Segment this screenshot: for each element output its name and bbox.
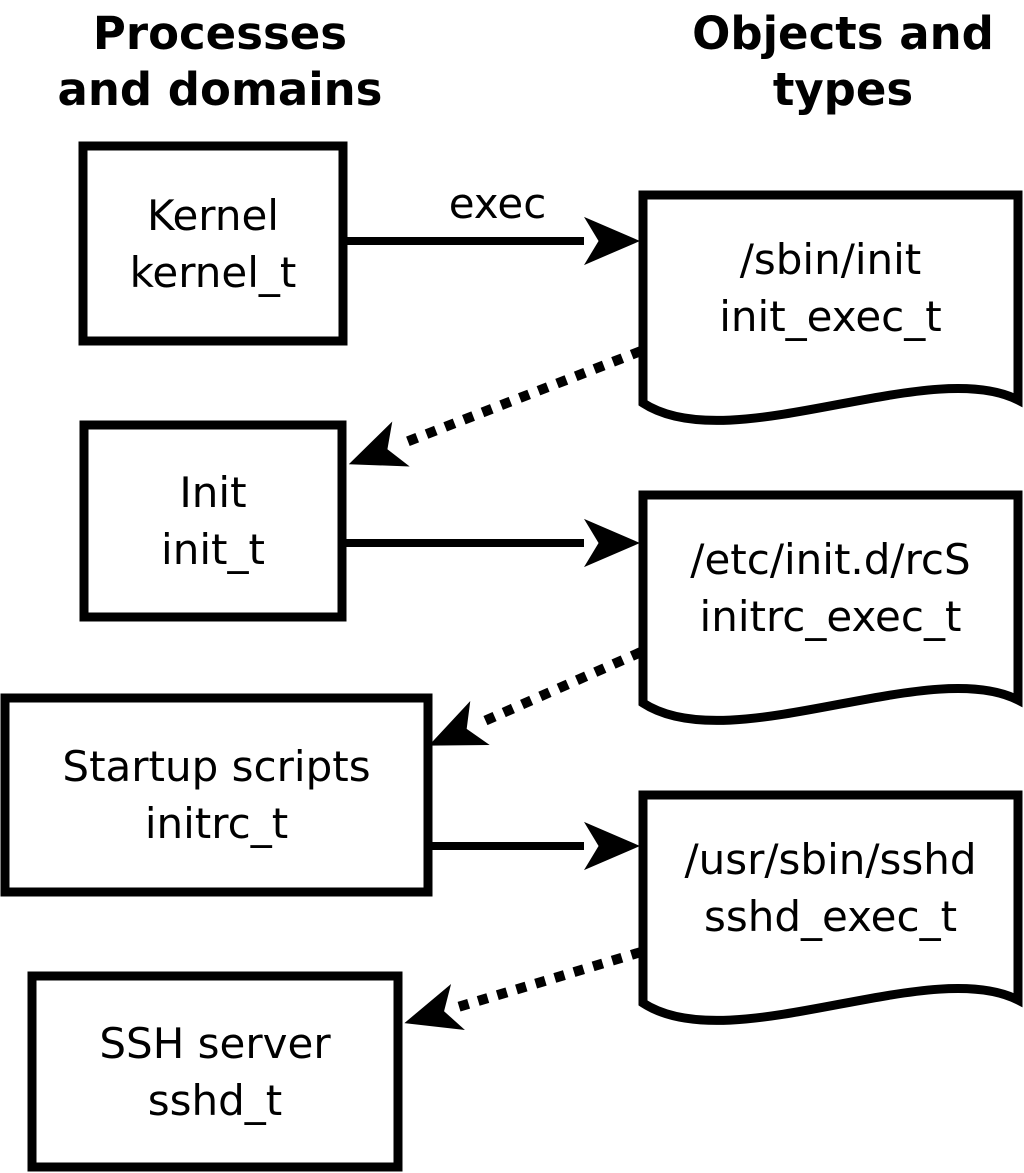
process-label: Kernel <box>147 190 279 240</box>
process-box-init-shape <box>79 420 347 622</box>
exec-arrow-label: exec <box>448 178 547 228</box>
column-header-processes: Processes and domains <box>57 7 383 116</box>
process-node-initrc: Startup scripts initrc_t <box>5 698 428 892</box>
process-domain: kernel_t <box>129 247 297 297</box>
object-doc-initrc-exec-shape <box>638 490 1023 725</box>
object-node-rcS: /etc/init.d/rcS initrc_exec_t <box>643 495 1018 680</box>
column-header-objects: Objects and types <box>692 7 994 116</box>
object-node-sbin-init: /sbin/init init_exec_t <box>643 195 1018 380</box>
dotted-arrow-sbin-init-to-init <box>348 346 643 467</box>
process-node-sshd: SSH server sshd_t <box>32 976 398 1167</box>
process-node-kernel: Kernel kernel_t <box>83 146 343 341</box>
process-box-kernel-shape <box>78 141 348 346</box>
object-path: /sbin/init <box>739 234 922 284</box>
object-type: initrc_exec_t <box>699 591 962 641</box>
process-label: Startup scripts <box>62 742 371 791</box>
object-type: init_exec_t <box>719 291 942 341</box>
object-type: sshd_exec_t <box>703 891 958 941</box>
process-label: SSH server <box>99 1018 331 1068</box>
object-doc-sshd-exec-shape <box>638 790 1023 1025</box>
object-doc-init-exec-shape <box>638 190 1023 425</box>
object-node-usr-sbin-sshd: /usr/sbin/sshd sshd_exec_t <box>643 795 1018 980</box>
process-domain: init_t <box>161 525 265 574</box>
process-box-sshd-shape <box>27 971 403 1172</box>
process-node-init: Init init_t <box>84 425 342 617</box>
process-label: Init <box>179 468 247 517</box>
object-path: /usr/sbin/sshd <box>684 834 977 884</box>
process-box-initrc-shape <box>0 693 433 897</box>
dotted-arrow-rcS-to-initrc <box>428 647 644 746</box>
process-domain: sshd_t <box>147 1075 283 1125</box>
dotted-arrow-sshd-exec-to-sshd <box>404 947 643 1031</box>
process-domain: initrc_t <box>144 799 289 848</box>
object-path: /etc/init.d/rcS <box>690 534 971 584</box>
